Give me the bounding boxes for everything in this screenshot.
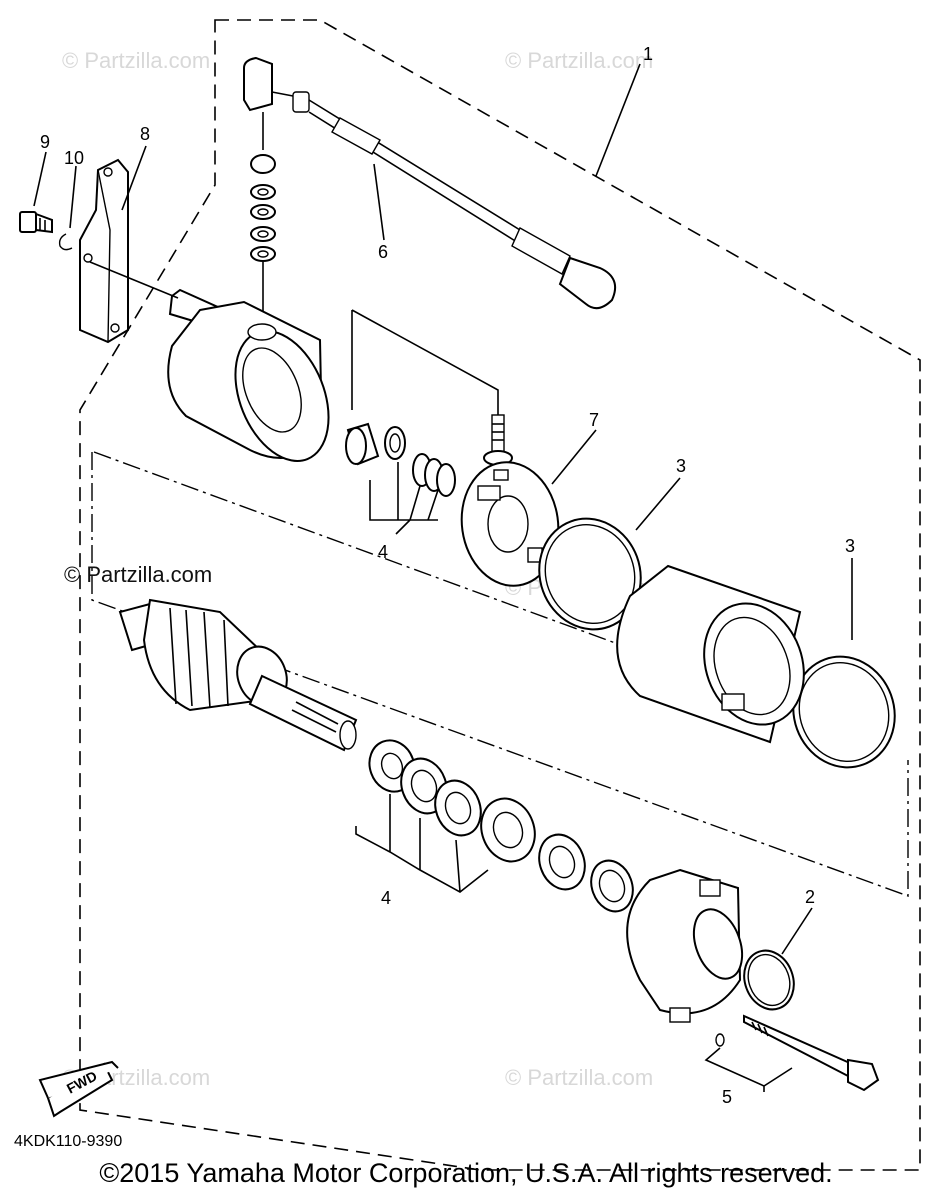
diagram-code: 4KDK110-9390	[14, 1133, 122, 1150]
callout-bracket	[355, 794, 489, 893]
o-ring-part	[544, 523, 636, 625]
callout-bracket	[369, 462, 439, 535]
fwd-arrow-icon: FWD	[38, 1060, 119, 1118]
leader-line	[351, 309, 499, 415]
callout-number: 4	[378, 542, 388, 562]
callout-number: 7	[589, 410, 599, 430]
through-bolt-part	[715, 1014, 880, 1092]
center-line	[91, 452, 909, 897]
front-housing-part	[89, 261, 330, 462]
callout-number: 4	[381, 888, 391, 908]
armature-part	[118, 598, 358, 752]
spring-part	[412, 453, 456, 497]
lead-wire-part	[243, 56, 616, 310]
watermark-dark: © Partzilla.com	[64, 562, 212, 587]
washer-part	[58, 233, 73, 251]
callout-number: 3	[845, 536, 855, 556]
callout-number: 5	[722, 1087, 732, 1107]
callout-bracket	[704, 1047, 793, 1092]
leader-line	[781, 907, 813, 955]
o-ring-part	[747, 953, 791, 1007]
callout-number: 1	[643, 44, 653, 64]
callout-number: 9	[40, 132, 50, 152]
callout-number: 8	[140, 124, 150, 144]
watermark: © Partzilla.com	[505, 1065, 653, 1090]
bracket-part	[79, 158, 129, 344]
leader-line	[33, 151, 47, 207]
yoke-part	[616, 564, 805, 744]
rear-cover-part	[626, 868, 744, 1023]
callout-number: 6	[378, 242, 388, 262]
bolt-part	[19, 211, 53, 234]
leader-line	[69, 165, 77, 229]
callout-number: 3	[676, 456, 686, 476]
washer-set-part	[368, 739, 536, 863]
callout-number: 10	[64, 148, 84, 168]
leader-line	[635, 477, 681, 531]
brush-plate-part	[460, 461, 560, 587]
leader-line	[121, 145, 147, 211]
leader-line	[373, 163, 385, 241]
bushing-part	[345, 422, 406, 466]
o-ring-part	[798, 661, 890, 763]
bearing-part	[538, 833, 634, 913]
watermark: © Partzilla.com	[62, 48, 210, 73]
assembly-boundary	[79, 19, 921, 1171]
leader-line	[595, 63, 641, 177]
callout-number: 2	[805, 887, 815, 907]
leader-line	[551, 429, 597, 485]
copyright-notice: ©2015 Yamaha Motor Corporation, U.S.A. A…	[99, 1158, 833, 1188]
watermark: © Partzilla.com	[505, 48, 653, 73]
washer-stack	[250, 154, 276, 322]
